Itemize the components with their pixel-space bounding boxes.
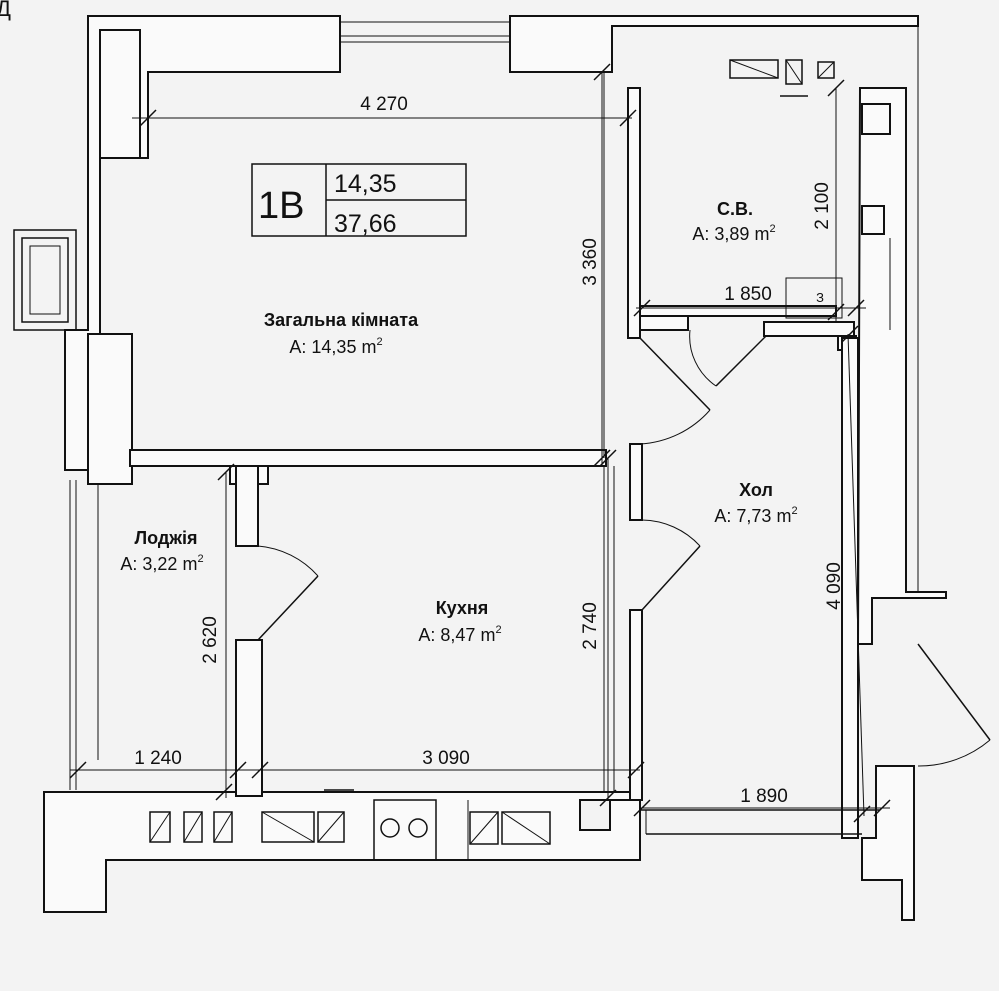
living-area-value: 14,35 (334, 170, 397, 198)
balcony-box (13, 229, 77, 331)
corner-label: Д (0, 0, 11, 21)
dim-living-width: 4 270 (360, 94, 408, 115)
dim-kitchen-height: 2 740 (580, 602, 601, 650)
dim-bath-width: 1 850 (724, 284, 772, 305)
walls (43, 15, 947, 921)
bathroom-area: A: 3,89 m2 (692, 223, 775, 244)
apartment-code: 1В (258, 185, 304, 227)
loggia-name: Лоджія (134, 528, 197, 548)
room-outlines (69, 26, 919, 835)
dim-hall-height: 4 090 (824, 562, 845, 610)
vent-icons (729, 59, 835, 97)
hall-area: A: 7,73 m2 (714, 505, 797, 526)
dim-loggia-height: 2 620 (200, 616, 221, 664)
room-labels: Загальна кімната A: 14,35 m2 С.В. A: 3,8… (120, 199, 797, 645)
dim-kitchen-width: 3 090 (422, 748, 470, 769)
living-room-area: A: 14,35 m2 (289, 336, 382, 357)
kitchen-name: Кухня (436, 598, 489, 618)
dimension-labels: 4 270 3 360 2 100 1 850 З 4 090 1 890 1 … (134, 94, 845, 807)
dim-hall-width: 1 890 (740, 786, 788, 807)
bath-fixture-label: З (816, 290, 824, 305)
kitchen-fixtures (149, 789, 551, 861)
dim-bath-height: 2 100 (812, 182, 833, 230)
bathroom-name: С.В. (717, 199, 753, 219)
living-room-name: Загальна кімната (264, 310, 419, 330)
window-top (340, 21, 510, 43)
kitchen-area: A: 8,47 m2 (418, 624, 501, 645)
total-area-value: 37,66 (334, 210, 397, 238)
doors (257, 329, 991, 767)
dimension-lines (69, 63, 891, 823)
loggia-area: A: 3,22 m2 (120, 553, 203, 574)
dim-living-height: 3 360 (580, 238, 601, 286)
dim-loggia-width: 1 240 (134, 748, 182, 769)
apartment-badge: 1В 14,35 37,66 (251, 163, 467, 238)
hall-name: Хол (739, 480, 773, 500)
